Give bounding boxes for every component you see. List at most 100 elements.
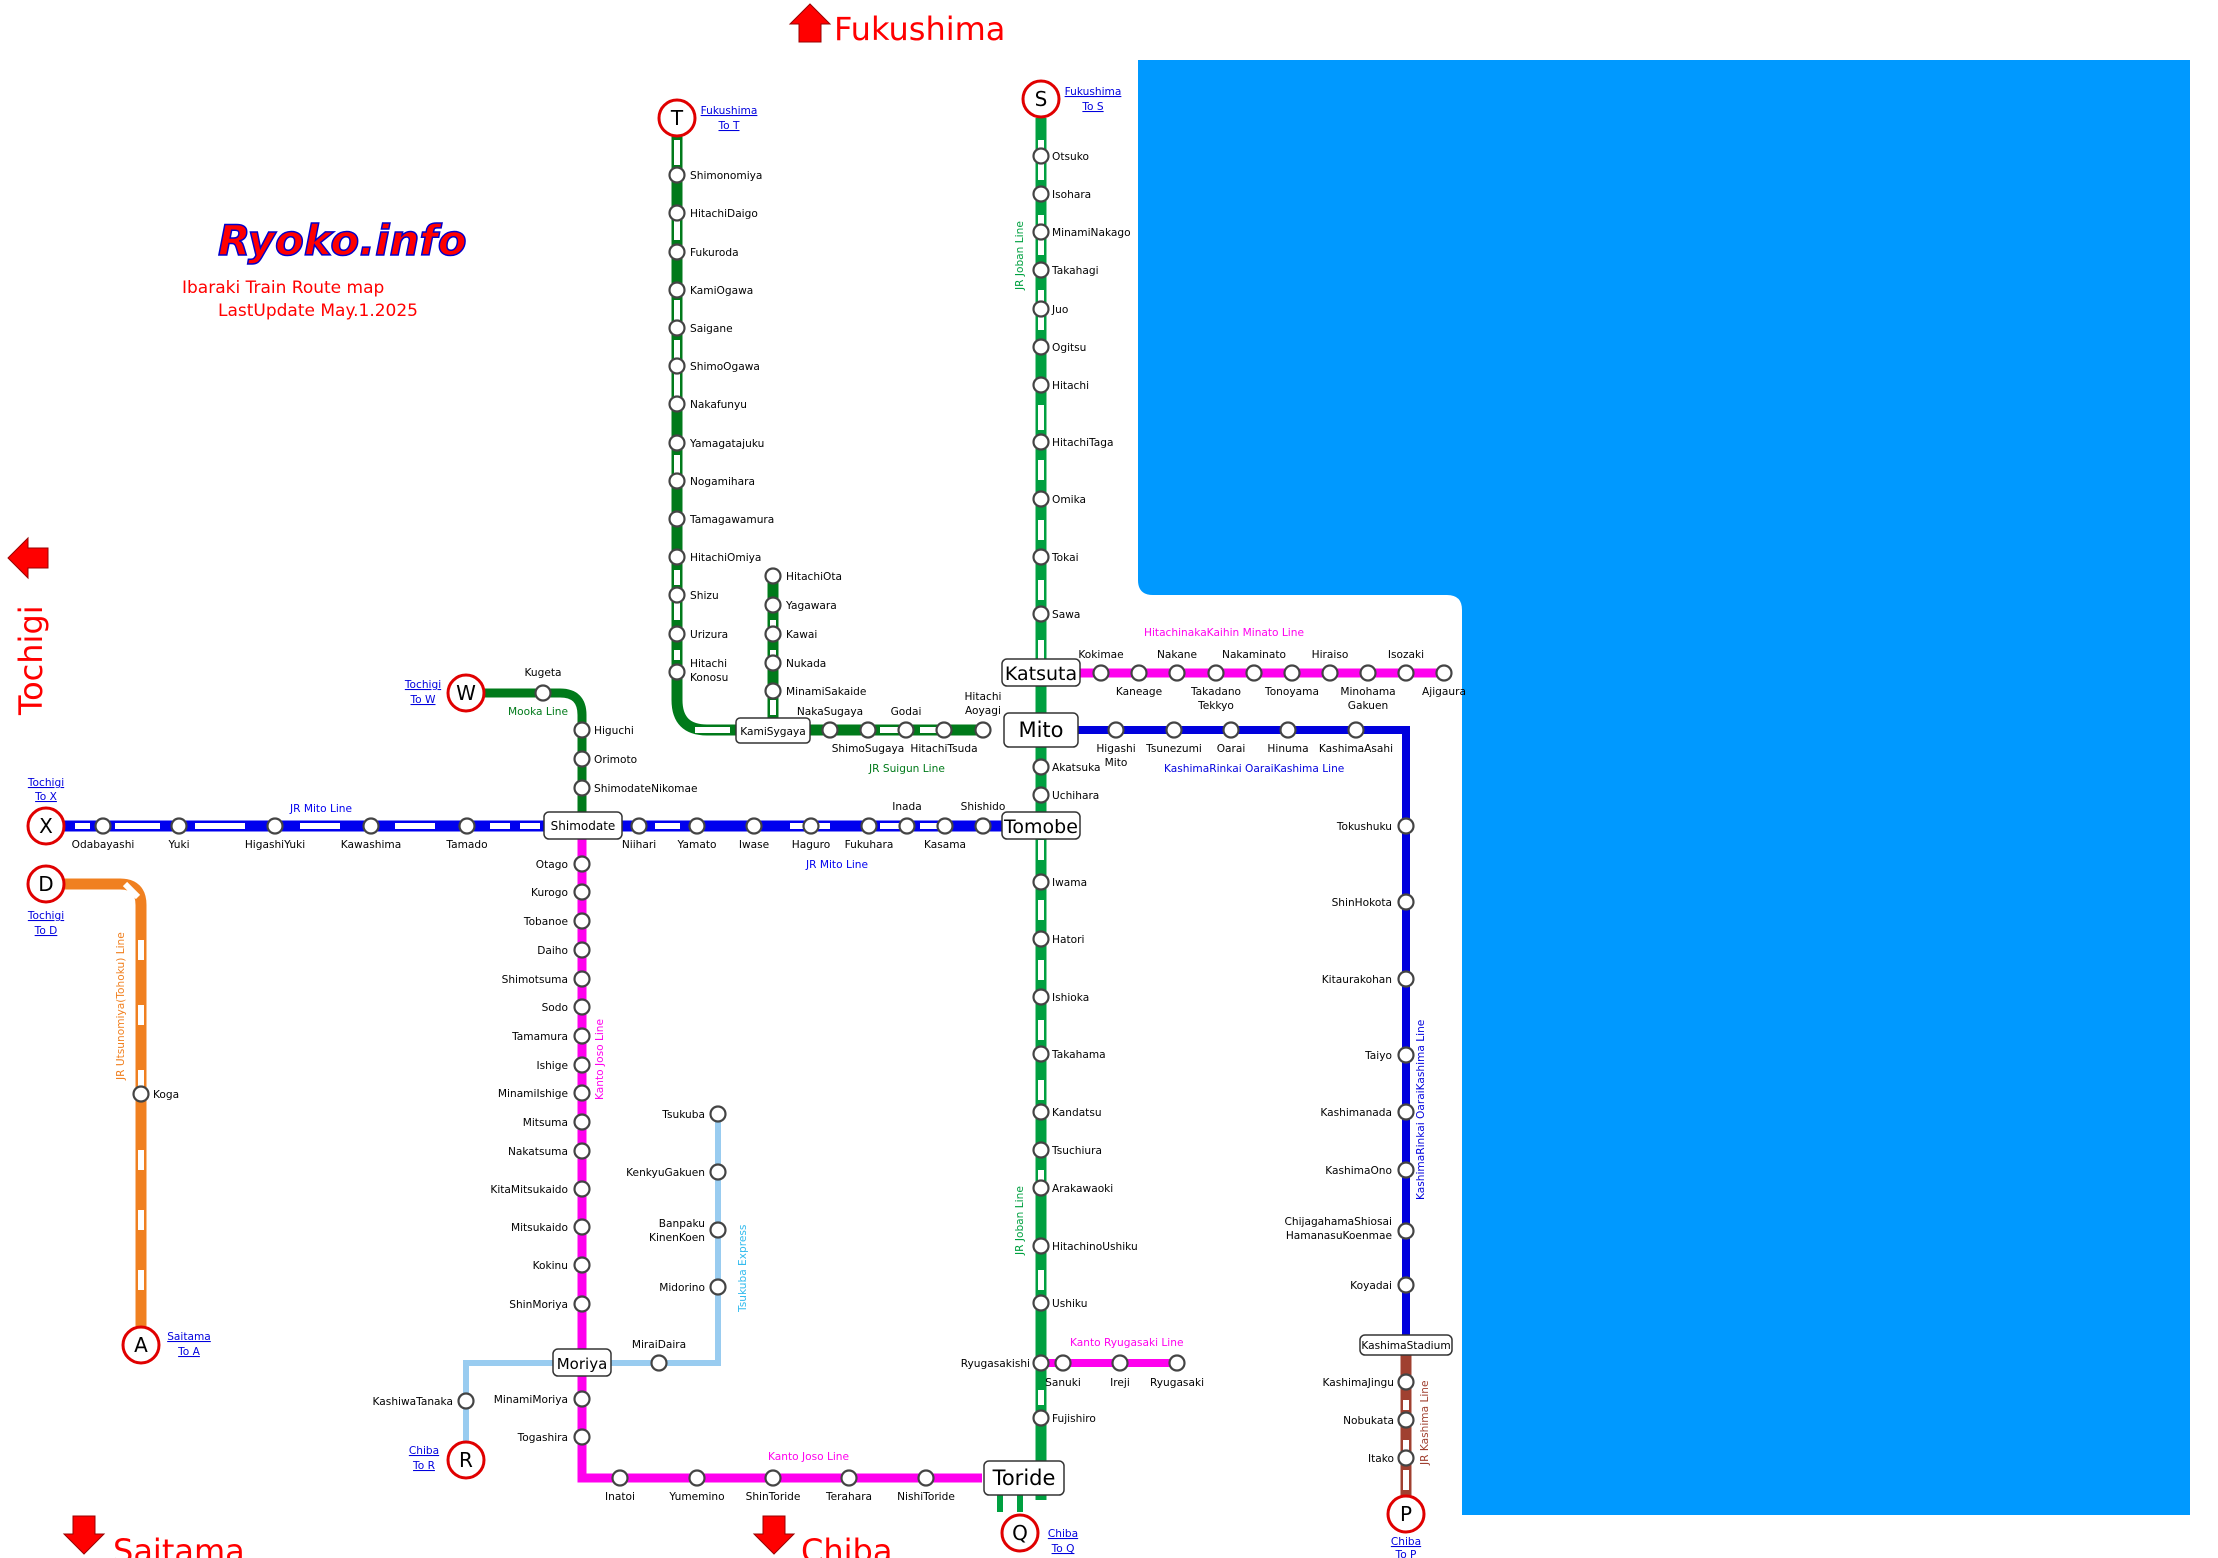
station-node[interactable] <box>573 1390 591 1408</box>
station-label[interactable]: KinenKoen <box>649 1232 705 1244</box>
station-node[interactable] <box>573 779 591 797</box>
station-label[interactable]: Itako <box>1368 1453 1394 1465</box>
station-node[interactable] <box>611 1469 629 1487</box>
station-label[interactable]: Nakafunyu <box>690 399 747 411</box>
station-node[interactable] <box>1397 1046 1415 1064</box>
station-label[interactable]: Takadano <box>1190 686 1241 698</box>
station-label[interactable]: Banpaku <box>659 1218 705 1230</box>
station-node[interactable] <box>573 1180 591 1198</box>
station-label[interactable]: Urizura <box>690 629 728 641</box>
station-node[interactable] <box>573 1256 591 1274</box>
terminal-R[interactable]: R Chiba To R <box>409 1440 486 1480</box>
station-label[interactable]: Tamagawamura <box>689 514 774 526</box>
station-node[interactable] <box>573 1218 591 1236</box>
station-node[interactable] <box>935 721 953 739</box>
station-label[interactable]: KashimaJingu <box>1323 1377 1394 1389</box>
station-label[interactable]: Koga <box>153 1089 179 1101</box>
station-label[interactable]: Nakaminato <box>1222 649 1286 661</box>
station-label[interactable]: Hinuma <box>1267 743 1308 755</box>
station-label[interactable]: Nobukata <box>1343 1415 1394 1427</box>
station-node[interactable] <box>1032 988 1050 1006</box>
terminal-link-city[interactable]: Chiba <box>1048 1528 1078 1540</box>
hub-mito[interactable]: Mito <box>1003 712 1079 748</box>
station-node[interactable] <box>1092 664 1110 682</box>
station-node[interactable] <box>1397 970 1415 988</box>
station-label[interactable]: Ireji <box>1110 1377 1130 1389</box>
station-node[interactable] <box>859 721 877 739</box>
station-label[interactable]: HigashiYuki <box>245 839 305 851</box>
hub-moriya[interactable]: Moriya <box>552 1348 612 1377</box>
station-label[interactable]: Arakawaoki <box>1052 1183 1113 1195</box>
station-label[interactable]: Tamado <box>445 839 487 851</box>
station-node[interactable] <box>668 586 686 604</box>
station-node[interactable] <box>1279 721 1297 739</box>
station-label[interactable]: Fukuhara <box>845 839 894 851</box>
station-label[interactable]: HitachiOmiya <box>690 552 761 564</box>
station-label[interactable]: KashimaOno <box>1325 1165 1392 1177</box>
station-node[interactable] <box>898 817 916 835</box>
station-label[interactable]: HitachiOta <box>786 571 842 583</box>
station-node[interactable] <box>668 434 686 452</box>
station-label[interactable]: Fujishiro <box>1052 1413 1096 1425</box>
station-node[interactable] <box>974 721 992 739</box>
station-label[interactable]: Kashimanada <box>1320 1107 1392 1119</box>
station-node[interactable] <box>821 721 839 739</box>
station-label[interactable]: Yamato <box>677 839 717 851</box>
terminal-link-city[interactable]: Tochigi <box>27 777 64 789</box>
station-label[interactable]: NishiToride <box>897 1491 955 1503</box>
station-node[interactable] <box>1032 873 1050 891</box>
station-label[interactable]: Ishioka <box>1052 992 1089 1004</box>
station-node[interactable] <box>573 750 591 768</box>
station-node[interactable] <box>709 1105 727 1123</box>
station-node[interactable] <box>1397 1276 1415 1294</box>
station-node[interactable] <box>573 883 591 901</box>
station-label[interactable]: Ajigaura <box>1422 686 1466 698</box>
station-node[interactable] <box>668 243 686 261</box>
terminal-Q[interactable]: Q Chiba To Q <box>1000 1513 1078 1555</box>
station-label[interactable]: HitachiDaigo <box>690 208 758 220</box>
station-label[interactable]: Midorino <box>659 1282 705 1294</box>
station-node[interactable] <box>668 319 686 337</box>
station-node[interactable] <box>1032 147 1050 165</box>
station-label[interactable]: Higuchi <box>594 725 634 737</box>
station-label[interactable]: ShinMoriya <box>509 1299 568 1311</box>
station-node[interactable] <box>1032 1354 1050 1372</box>
station-node[interactable] <box>764 596 782 614</box>
station-node[interactable] <box>1032 1103 1050 1121</box>
station-node[interactable] <box>1032 1294 1050 1312</box>
station-node[interactable] <box>1397 1411 1415 1429</box>
station-node[interactable] <box>1397 1103 1415 1121</box>
station-node[interactable] <box>1032 1409 1050 1427</box>
terminal-link-to[interactable]: To S <box>1081 101 1104 113</box>
terminal-S[interactable]: S Fukushima To S <box>1021 79 1121 119</box>
terminal-link-to[interactable]: To W <box>410 694 437 706</box>
station-label[interactable]: Tokushuku <box>1336 821 1392 833</box>
station-label[interactable]: Kasama <box>924 839 966 851</box>
terminal-link-city[interactable]: Fukushima <box>701 105 758 117</box>
station-node[interactable] <box>362 817 380 835</box>
terminal-link-city[interactable]: Saitama <box>167 1331 211 1343</box>
station-label[interactable]: Kokimae <box>1078 649 1123 661</box>
terminal-link-city[interactable]: Tochigi <box>404 679 441 691</box>
station-label[interactable]: Koyadai <box>1350 1280 1392 1292</box>
station-node[interactable] <box>1130 664 1148 682</box>
station-node[interactable] <box>1397 817 1415 835</box>
hub-katsuta[interactable]: Katsuta <box>1001 658 1081 687</box>
station-node[interactable] <box>668 395 686 413</box>
station-node[interactable] <box>764 625 782 643</box>
station-label[interactable]: Tsukuba <box>661 1109 705 1121</box>
station-node[interactable] <box>1032 1045 1050 1063</box>
station-node[interactable] <box>709 1221 727 1239</box>
station-label[interactable]: Kurogo <box>531 887 568 899</box>
station-node[interactable] <box>1032 758 1050 776</box>
station-node[interactable] <box>745 817 763 835</box>
terminal-T[interactable]: T Fukushima To T <box>657 98 758 138</box>
station-label[interactable]: Sanuki <box>1045 1377 1081 1389</box>
station-label[interactable]: ShimoOgawa <box>690 361 760 373</box>
terminal-D[interactable]: D Tochigi To D <box>26 864 66 937</box>
station-node[interactable] <box>170 817 188 835</box>
station-node[interactable] <box>1397 893 1415 911</box>
station-node[interactable] <box>1397 1449 1415 1467</box>
station-node[interactable] <box>1397 1222 1415 1240</box>
station-node[interactable] <box>630 817 648 835</box>
